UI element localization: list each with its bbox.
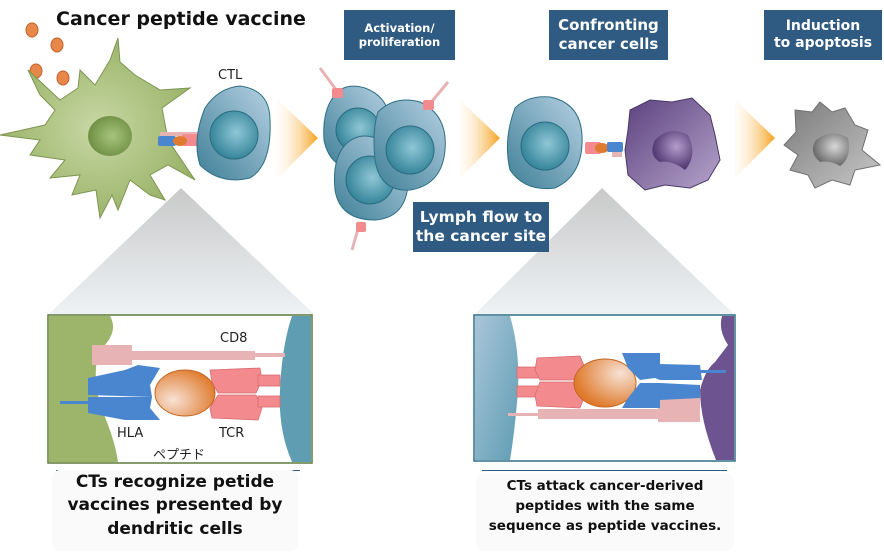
stage-confronting: Confronting cancer cells (549, 10, 668, 60)
ctl-cell (196, 85, 271, 181)
dendritic-membrane (49, 316, 118, 462)
stage-lymph-flow: Lymph flow to the cancer site (413, 202, 549, 252)
arrow-icon (460, 100, 500, 178)
caption-left-text: CTs recognize petide vaccines presented … (67, 472, 283, 539)
peptide-particle (50, 37, 64, 53)
inset-right (473, 314, 736, 462)
stage-activation: Activation/ proliferation (344, 10, 455, 60)
peptide-particle (25, 22, 39, 38)
stage-apoptosis-label: Induction to apoptosis (773, 17, 873, 52)
caption-divider-right (482, 470, 727, 471)
stage-apoptosis: Induction to apoptosis (764, 10, 882, 60)
peptide-molecule (154, 369, 216, 417)
apoptotic-cell (783, 101, 882, 189)
tcr-label: TCR (219, 426, 245, 441)
stage-confronting-label: Confronting cancer cells (558, 16, 659, 53)
stage-lymph-flow-label: Lymph flow to the cancer site (415, 207, 547, 245)
tcr-hla-complex-small (585, 142, 623, 157)
cancer-membrane (700, 316, 734, 460)
page-title: Cancer peptide vaccine (56, 8, 306, 30)
arrow-icon (278, 100, 318, 178)
ctl-label: CTL (218, 68, 243, 83)
ctl-membrane (279, 316, 311, 462)
ctl-cell-confronting (506, 96, 583, 190)
cancer-cell (624, 97, 721, 191)
cd8-label: CD8 (220, 331, 248, 346)
hla-tcr-complex-small (158, 132, 200, 146)
ctl-membrane (475, 316, 519, 460)
proliferating-ctl-cluster (318, 67, 450, 251)
peptide-molecule (573, 358, 637, 408)
zoom-cone-right (474, 188, 735, 315)
caption-right: CTs attack cancer-derived peptides with … (476, 474, 734, 551)
dendritic-cell-nucleus (88, 116, 132, 156)
caption-right-text: CTs attack cancer-derived peptides with … (488, 478, 722, 534)
hla-label: HLA (117, 426, 144, 441)
arrow-icon (735, 100, 775, 178)
caption-left: CTs recognize petide vaccines presented … (52, 470, 298, 551)
peptide-particle (56, 70, 70, 86)
stage-activation-label: Activation/ proliferation (358, 20, 441, 49)
peptide-label: ペプチド (153, 448, 206, 463)
zoom-cone-left (48, 188, 315, 315)
inset-left (47, 314, 313, 464)
dendritic-cell (0, 37, 196, 220)
